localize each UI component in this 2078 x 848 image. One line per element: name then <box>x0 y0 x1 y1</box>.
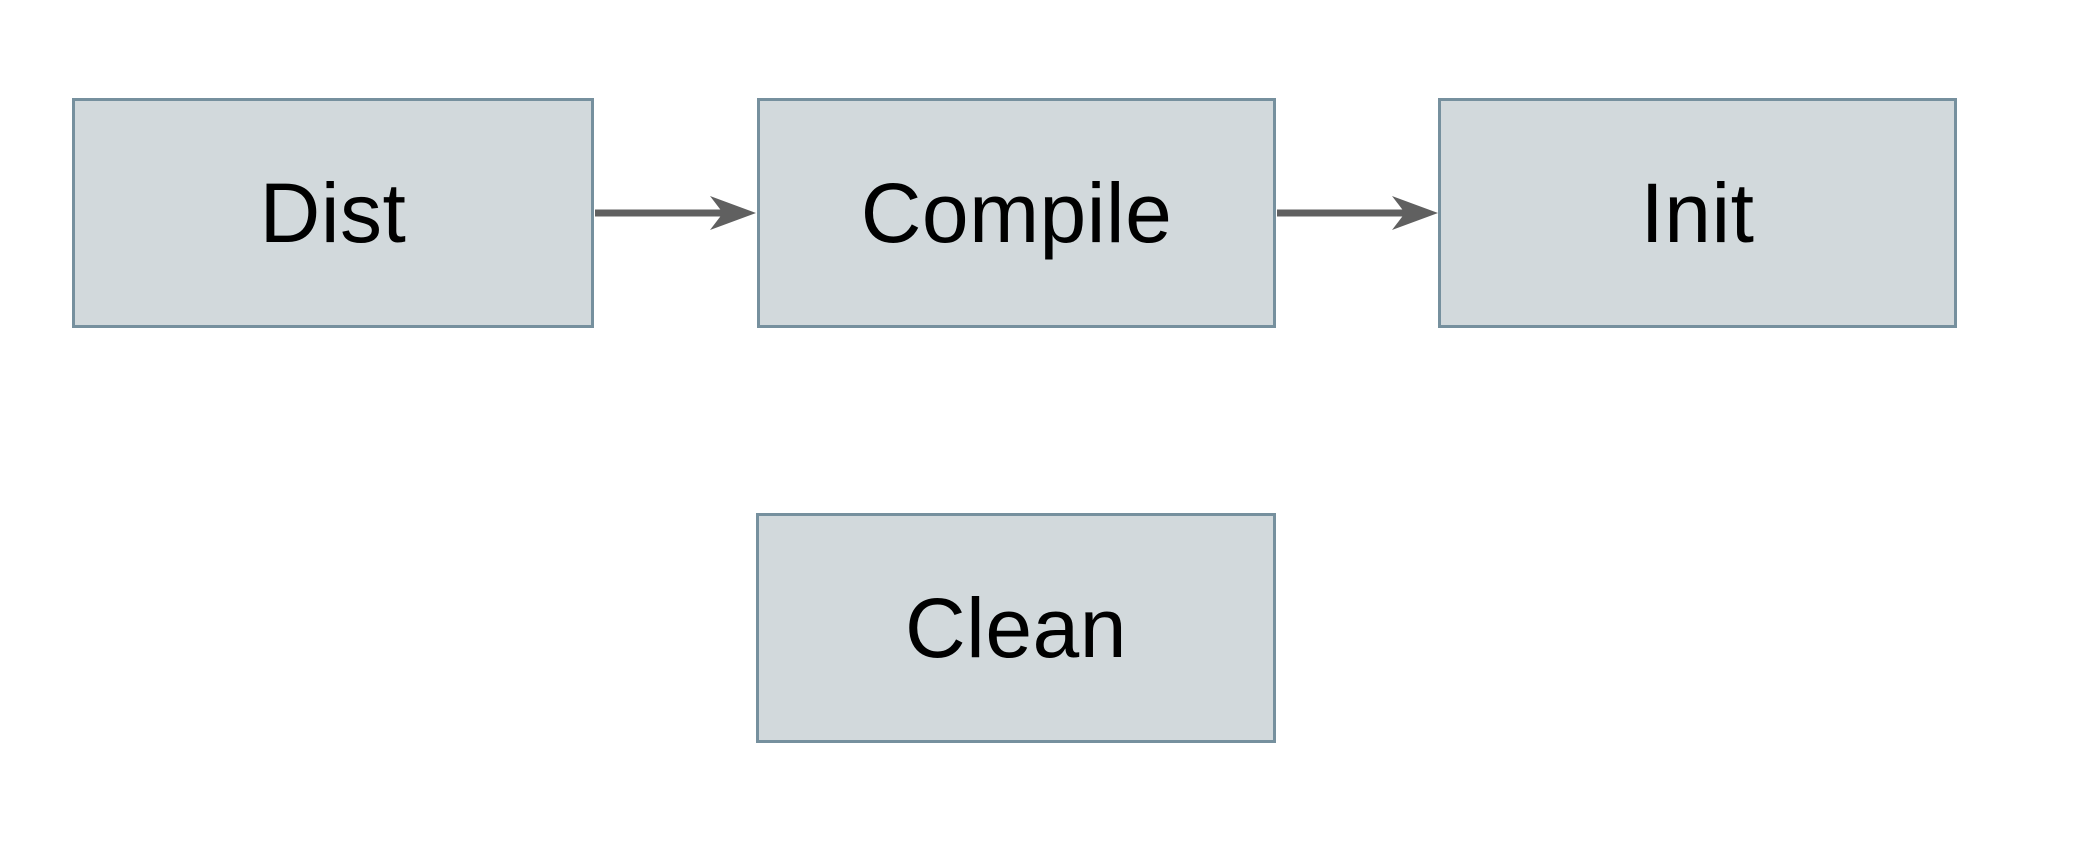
node-clean-label: Clean <box>905 581 1127 675</box>
node-dist: Dist <box>72 98 594 328</box>
node-compile: Compile <box>757 98 1276 328</box>
node-clean: Clean <box>756 513 1276 743</box>
arrow-dist-to-compile <box>595 196 756 230</box>
node-init: Init <box>1438 98 1957 328</box>
node-init-label: Init <box>1640 166 1755 260</box>
node-compile-label: Compile <box>860 166 1173 260</box>
node-dist-label: Dist <box>259 166 407 260</box>
arrow-compile-to-init <box>1277 196 1438 230</box>
